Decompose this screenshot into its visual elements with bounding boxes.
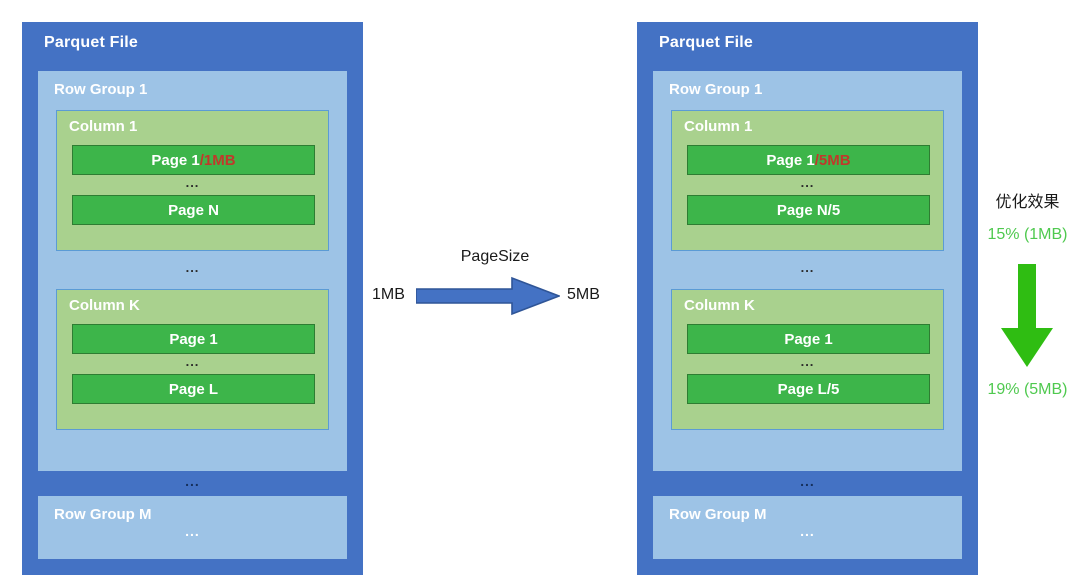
between-columns-ellipsis: ... <box>185 260 200 275</box>
page-size-suffix: /1MB <box>199 151 236 169</box>
column-label: Column 1 <box>69 118 138 135</box>
page-size-suffix: /5MB <box>814 151 851 169</box>
row-group-m-box: Row Group M ... <box>38 496 347 559</box>
row-group-m-box: Row Group M ... <box>653 496 962 559</box>
between-columns-ellipsis: ... <box>800 260 815 275</box>
page-box-last: Page L <box>72 374 315 404</box>
page-label: Page L <box>168 380 219 398</box>
transition-label: PageSize <box>460 248 530 265</box>
between-row-groups-ellipsis: ... <box>800 473 815 489</box>
optimization-bottom-value: 19% (5MB) <box>987 381 1068 398</box>
page-ellipsis: ... <box>185 354 200 369</box>
parquet-file-panel-after: Parquet File Row Group 1 Column 1 Page 1… <box>637 22 978 575</box>
page-box-last: Page L/5 <box>687 374 930 404</box>
down-arrow-icon <box>1001 264 1053 367</box>
optimization-result: 优化效果 15% (1MB) 19% (5MB) <box>975 188 1080 408</box>
panel-title: Parquet File <box>44 34 138 51</box>
page-label: Page L/5 <box>777 380 840 398</box>
page-label: Page 1 <box>151 151 200 169</box>
column-label: Column K <box>69 297 140 314</box>
parquet-file-panel-before: Parquet File Row Group 1 Column 1 Page 1… <box>22 22 363 575</box>
page-size-transition: PageSize 1MB 5MB <box>370 248 620 318</box>
page-ellipsis: ... <box>800 175 815 190</box>
column-label: Column K <box>684 297 755 314</box>
transition-from-value: 1MB <box>372 286 405 303</box>
page-label: Page 1 <box>766 151 815 169</box>
page-box-last: Page N <box>72 195 315 225</box>
right-arrow-icon <box>416 276 560 316</box>
page-label: Page 1 <box>169 330 218 348</box>
column-k-box: Column K Page 1 ... Page L <box>56 289 329 430</box>
page-box-first: Page 1 <box>687 324 930 354</box>
row-group-label: Row Group 1 <box>669 81 763 98</box>
page-box-last: Page N/5 <box>687 195 930 225</box>
column-k-box: Column K Page 1 ... Page L/5 <box>671 289 944 430</box>
row-group-inner-ellipsis: ... <box>800 523 815 539</box>
transition-to-value: 5MB <box>567 286 600 303</box>
row-group-1-box: Row Group 1 Column 1 Page 1/5MB ... Page… <box>653 71 962 471</box>
column-1-box: Column 1 Page 1/5MB ... Page N/5 <box>671 110 944 251</box>
row-group-label: Row Group M <box>54 506 152 523</box>
page-box-first: Page 1 <box>72 324 315 354</box>
panel-title: Parquet File <box>659 34 753 51</box>
row-group-inner-ellipsis: ... <box>185 523 200 539</box>
optimization-title: 优化效果 <box>995 194 1060 211</box>
column-label: Column 1 <box>684 118 753 135</box>
page-ellipsis: ... <box>185 175 200 190</box>
page-box-first: Page 1/5MB <box>687 145 930 175</box>
page-label: Page N/5 <box>776 201 841 219</box>
page-label: Page N <box>168 201 219 219</box>
row-group-1-box: Row Group 1 Column 1 Page 1/1MB ... Page… <box>38 71 347 471</box>
page-box-first: Page 1/1MB <box>72 145 315 175</box>
page-ellipsis: ... <box>800 354 815 369</box>
column-1-box: Column 1 Page 1/1MB ... Page N <box>56 110 329 251</box>
row-group-label: Row Group M <box>669 506 767 523</box>
between-row-groups-ellipsis: ... <box>185 473 200 489</box>
optimization-top-value: 15% (1MB) <box>987 226 1068 243</box>
row-group-label: Row Group 1 <box>54 81 148 98</box>
page-label: Page 1 <box>784 330 833 348</box>
